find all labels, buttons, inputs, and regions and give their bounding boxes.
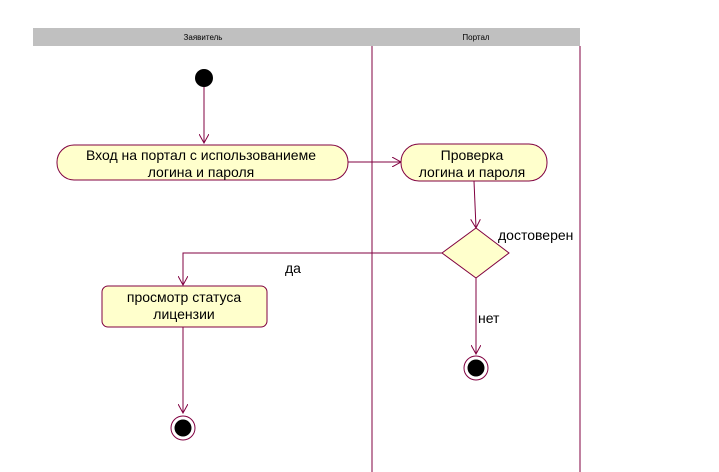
guard-yes-label: да xyxy=(285,260,301,276)
activity-status[interactable]: просмотр статуса лицензии xyxy=(101,285,268,328)
initial-node[interactable] xyxy=(195,69,213,87)
transition-decision-yes[interactable] xyxy=(183,252,442,285)
final-node-applicant[interactable] xyxy=(170,415,196,441)
activity-check-line-2: логина и пароля xyxy=(419,164,526,180)
activity-login-line-2: логина и пароля xyxy=(148,164,255,180)
final-node-portal[interactable] xyxy=(463,355,489,381)
activity-status-line-2: лицензии xyxy=(153,306,214,322)
swimlane-title-portal: Портал xyxy=(462,33,489,42)
activity-check[interactable]: Проверка логина и пароля xyxy=(400,143,548,182)
transition-check-to-decision[interactable] xyxy=(474,180,476,228)
swimlane-header-bar xyxy=(33,28,580,46)
activity-status-line-1: просмотр статуса xyxy=(127,289,241,305)
activity-login-line-1: Вход на портал с использованиеме xyxy=(86,147,316,163)
activity-login[interactable]: Вход на портал с использованиеме логина … xyxy=(56,144,349,181)
guard-no-label: нет xyxy=(478,310,500,326)
activity-check-line-1: Проверка xyxy=(441,147,504,163)
swimlane-title-applicant: Заявитель xyxy=(184,33,223,42)
decision-label: достоверен xyxy=(498,227,573,243)
decision-node[interactable] xyxy=(441,227,510,279)
